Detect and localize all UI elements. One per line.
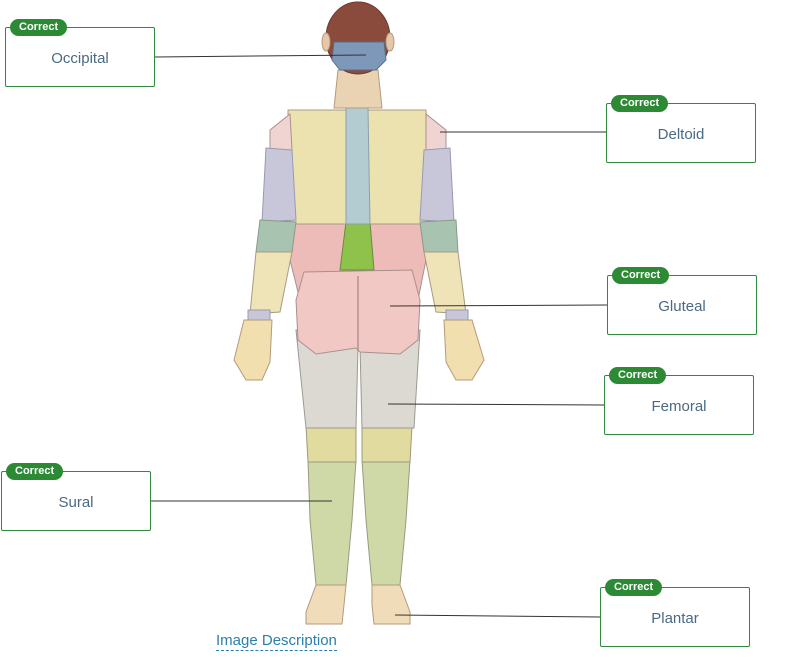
right-popliteal-region bbox=[361, 425, 413, 463]
right-forearm-region bbox=[423, 251, 467, 315]
right-elbow-region bbox=[419, 219, 459, 253]
left-wrist-band bbox=[247, 309, 271, 321]
image-description-link[interactable]: Image Description bbox=[216, 632, 337, 651]
sural-answer: Sural bbox=[58, 493, 94, 511]
correct-badge: Correct bbox=[10, 19, 68, 36]
neck bbox=[333, 69, 383, 109]
plantar-label-box[interactable]: Correct Plantar bbox=[600, 579, 750, 647]
left-deltoid-region bbox=[269, 113, 293, 151]
correct-badge: Correct bbox=[6, 463, 64, 480]
sacral-region bbox=[339, 221, 375, 271]
correct-badge: Correct bbox=[605, 579, 663, 596]
sural-label-box[interactable]: Correct Sural bbox=[1, 463, 151, 531]
right-calf-region bbox=[361, 459, 411, 586]
right-wrist-band bbox=[445, 309, 469, 321]
right-ear bbox=[385, 32, 395, 52]
left-upper-arm-region bbox=[261, 147, 297, 223]
left-ear bbox=[321, 32, 331, 52]
gluteal-label-box[interactable]: Correct Gluteal bbox=[607, 267, 757, 335]
gluteal-answer: Gluteal bbox=[658, 297, 706, 315]
femoral-answer: Femoral bbox=[651, 397, 707, 415]
left-forearm-region bbox=[249, 251, 293, 315]
plantar-leader-line bbox=[394, 614, 601, 618]
femoral-label-box[interactable]: Correct Femoral bbox=[604, 367, 754, 435]
femoral-leader-line bbox=[387, 403, 605, 406]
right-hand bbox=[443, 319, 485, 381]
correct-badge: Correct bbox=[611, 95, 669, 112]
deltoid-label-box[interactable]: Correct Deltoid bbox=[606, 95, 756, 163]
left-calf-region bbox=[307, 459, 357, 586]
left-elbow-region bbox=[255, 219, 297, 253]
gluteal-leader-line bbox=[389, 304, 608, 307]
right-foot bbox=[371, 584, 411, 625]
occipital-label-box[interactable]: Correct Occipital bbox=[5, 19, 155, 87]
correct-badge: Correct bbox=[609, 367, 667, 384]
left-hand bbox=[233, 319, 273, 381]
occipital-answer: Occipital bbox=[51, 49, 109, 67]
right-upper-arm-region bbox=[419, 147, 455, 223]
occipital-leader-line bbox=[154, 54, 367, 58]
left-popliteal-region bbox=[305, 425, 357, 463]
plantar-answer: Plantar bbox=[651, 609, 699, 627]
occipital-region bbox=[331, 41, 387, 71]
correct-badge: Correct bbox=[612, 267, 670, 284]
deltoid-answer: Deltoid bbox=[657, 125, 705, 143]
vertebral-region bbox=[345, 107, 371, 225]
left-foot bbox=[305, 584, 347, 625]
